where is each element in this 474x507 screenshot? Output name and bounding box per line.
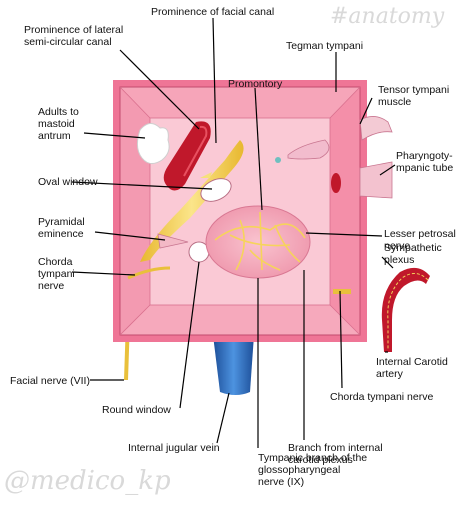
pyramidal-eminence xyxy=(157,233,189,249)
label-promontory: Promontory xyxy=(228,78,283,90)
chorda-tympani-right-mark xyxy=(333,289,351,294)
label-pyramidal-eminence: Pyramidal eminence xyxy=(38,216,85,240)
mastoid-antrum xyxy=(136,123,170,164)
label-chorda-tympani-left: Chorda tympani nerve xyxy=(38,256,75,292)
label-internal-jugular-vein: Internal jugular vein xyxy=(128,442,220,454)
label-branch-internal-carotid-plexus: Branch from internal carotid plexus xyxy=(288,442,383,466)
label-internal-carotid-artery: Internal Carotid artery xyxy=(376,356,448,380)
label-facial-nerve: Facial nerve (VII) xyxy=(10,375,90,387)
facial-canal xyxy=(140,140,244,262)
label-prominence-lateral-canal: Prominence of lateral semi-circular cana… xyxy=(24,24,124,48)
pharyngotympanic-opening xyxy=(331,173,341,193)
label-pharyngotympanic-tube: Pharyngoty- mpanic tube xyxy=(396,150,454,174)
tensor-tympani xyxy=(275,139,330,163)
internal-carotid-artery xyxy=(381,267,430,352)
tensor-tympani-muscle xyxy=(359,116,393,141)
label-round-window: Round window xyxy=(102,404,171,416)
label-chorda-tympani-right: Chorda tympani nerve xyxy=(330,391,434,403)
watermark-bottom: @medico_kp xyxy=(4,466,171,496)
label-tympanic-branch-ix: Tympanic branch of the glossopharyngeal … xyxy=(258,452,368,488)
label-lesser-petrosal: Lesser petrosal nerve xyxy=(384,228,456,252)
oval-window xyxy=(200,178,232,202)
pharyngotympanic-tube xyxy=(359,161,393,199)
watermark-top: #anatomy xyxy=(330,4,445,29)
label-tegmen-tympani: Tegman tympani xyxy=(286,40,364,52)
promontory xyxy=(205,205,311,279)
label-sympathetic-plexus: Sympathetic plexus xyxy=(384,242,442,266)
label-prominence-facial-canal: Prominence of facial canal xyxy=(151,6,275,18)
chorda-tympani-left xyxy=(127,266,171,280)
label-tensor-tympani: Tensor tympani muscle xyxy=(378,84,450,108)
label-mastoid-antrum: Adults to mastoid antrum xyxy=(38,106,79,142)
internal-jugular-vein xyxy=(213,335,254,395)
label-oval-window: Oval window xyxy=(38,176,98,188)
lateral-canal-prominence xyxy=(163,121,211,191)
leader-lines xyxy=(71,17,396,448)
